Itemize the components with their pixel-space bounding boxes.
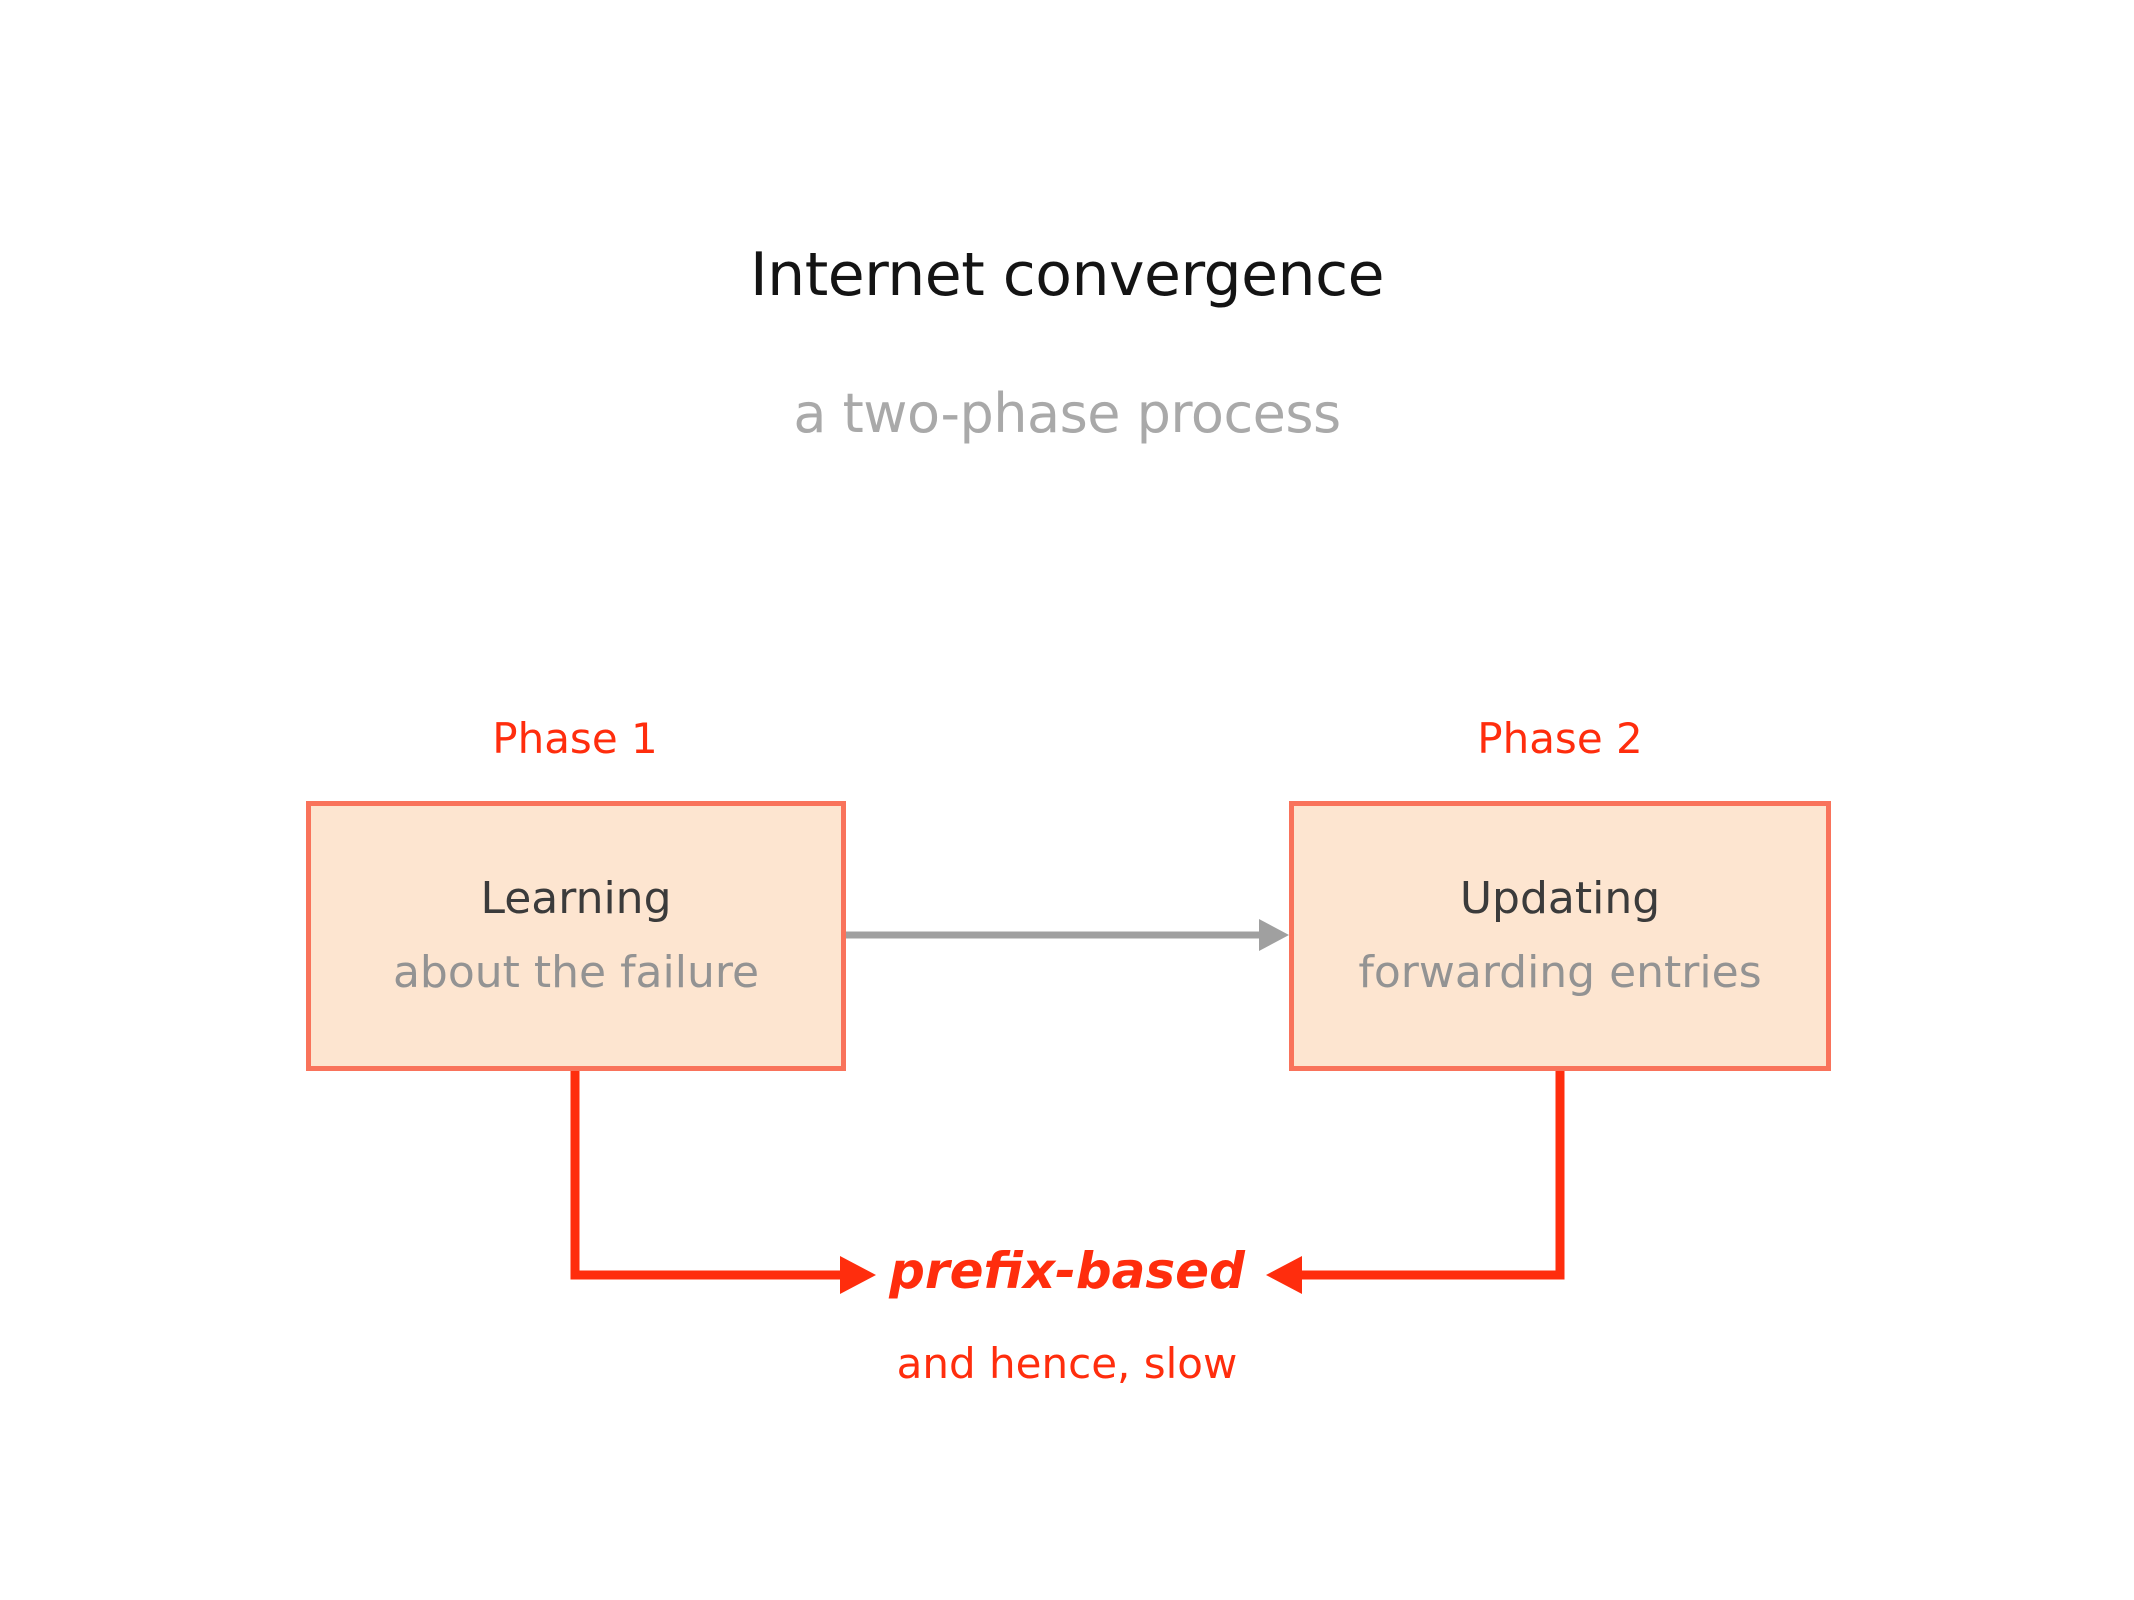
phase-2-box-subtitle: forwarding entries [1358, 947, 1762, 998]
flow-arrow-right-icon [846, 919, 1289, 951]
page-title: Internet convergence [749, 240, 1385, 310]
phase-1-box-subtitle: about the failure [392, 947, 760, 998]
prefix-based-callout: prefix-based [889, 1242, 1245, 1300]
phase-2-box: Updating forwarding entries [1289, 801, 1831, 1071]
phase-1-label: Phase 1 [492, 714, 658, 763]
phase-2-label: Phase 2 [1477, 714, 1643, 763]
phase-2-box-title: Updating [1459, 873, 1661, 924]
page-subtitle: a two-phase process [793, 382, 1341, 445]
and-hence-slow-note: and hence, slow [896, 1339, 1238, 1388]
phase-1-box: Learning about the failure [306, 801, 846, 1071]
phase-1-box-title: Learning [480, 873, 672, 924]
